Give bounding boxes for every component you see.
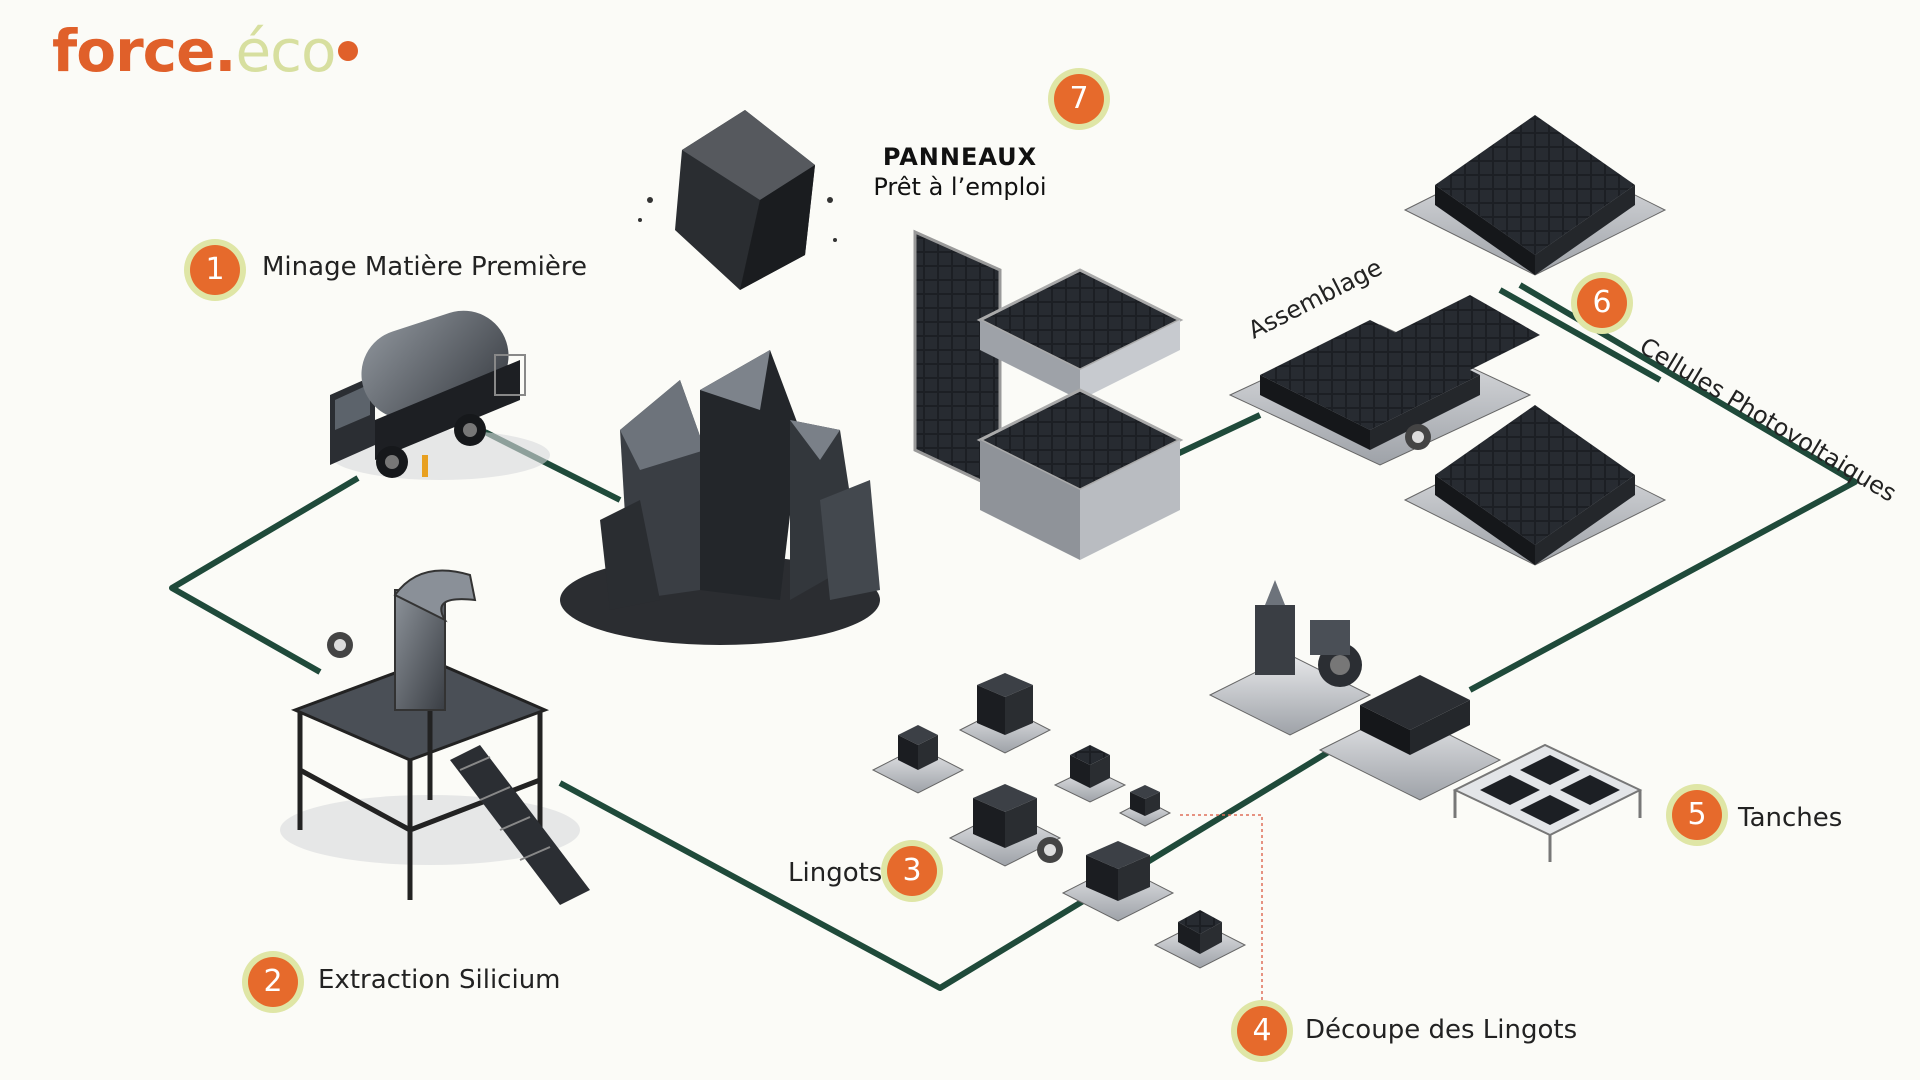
step-7-badge: 7 (1054, 74, 1104, 124)
step-6-badge: 6 (1577, 278, 1627, 328)
step-7-title-line2: Prêt à l’emploi (873, 173, 1047, 201)
solar-panel-icon (913, 229, 1184, 560)
wafer-grid-icon (1452, 743, 1643, 862)
step-5-badge: 5 (1672, 790, 1722, 840)
step-1-label: Minage Matière Première (262, 252, 587, 282)
cut-guide (1180, 814, 1263, 1005)
step-7-title: PANNEAUX Prêt à l’emploi (830, 142, 1090, 202)
extraction-tower-icon (280, 569, 590, 905)
cutting-machine-icon (1208, 580, 1502, 801)
logo-text-main: force (52, 17, 215, 85)
logo-ball-icon (337, 40, 358, 61)
step-2-badge: 2 (248, 957, 298, 1007)
step-2-label: Extraction Silicium (318, 965, 561, 995)
rock-fragment-icon (638, 110, 837, 290)
step-4-label: Découpe des Lingots (1305, 1015, 1578, 1045)
logo-dot: . (214, 17, 236, 85)
cell-stack-icon (1228, 115, 1667, 566)
step-1-badge: 1 (190, 245, 240, 295)
step-5-label: Tanches (1738, 803, 1843, 833)
step-3-label: Lingots (788, 858, 883, 888)
step-3-badge: 3 (887, 846, 937, 896)
logo-text-eco: éco (235, 17, 336, 85)
brand-logo: force.éco (52, 22, 358, 80)
tanker-truck-icon (330, 310, 550, 480)
step-7-title-line1: PANNEAUX (882, 143, 1038, 171)
step-4-badge: 4 (1237, 1006, 1287, 1056)
silicon-crystal-icon (560, 350, 880, 645)
ingot-block-icon (871, 673, 1247, 969)
